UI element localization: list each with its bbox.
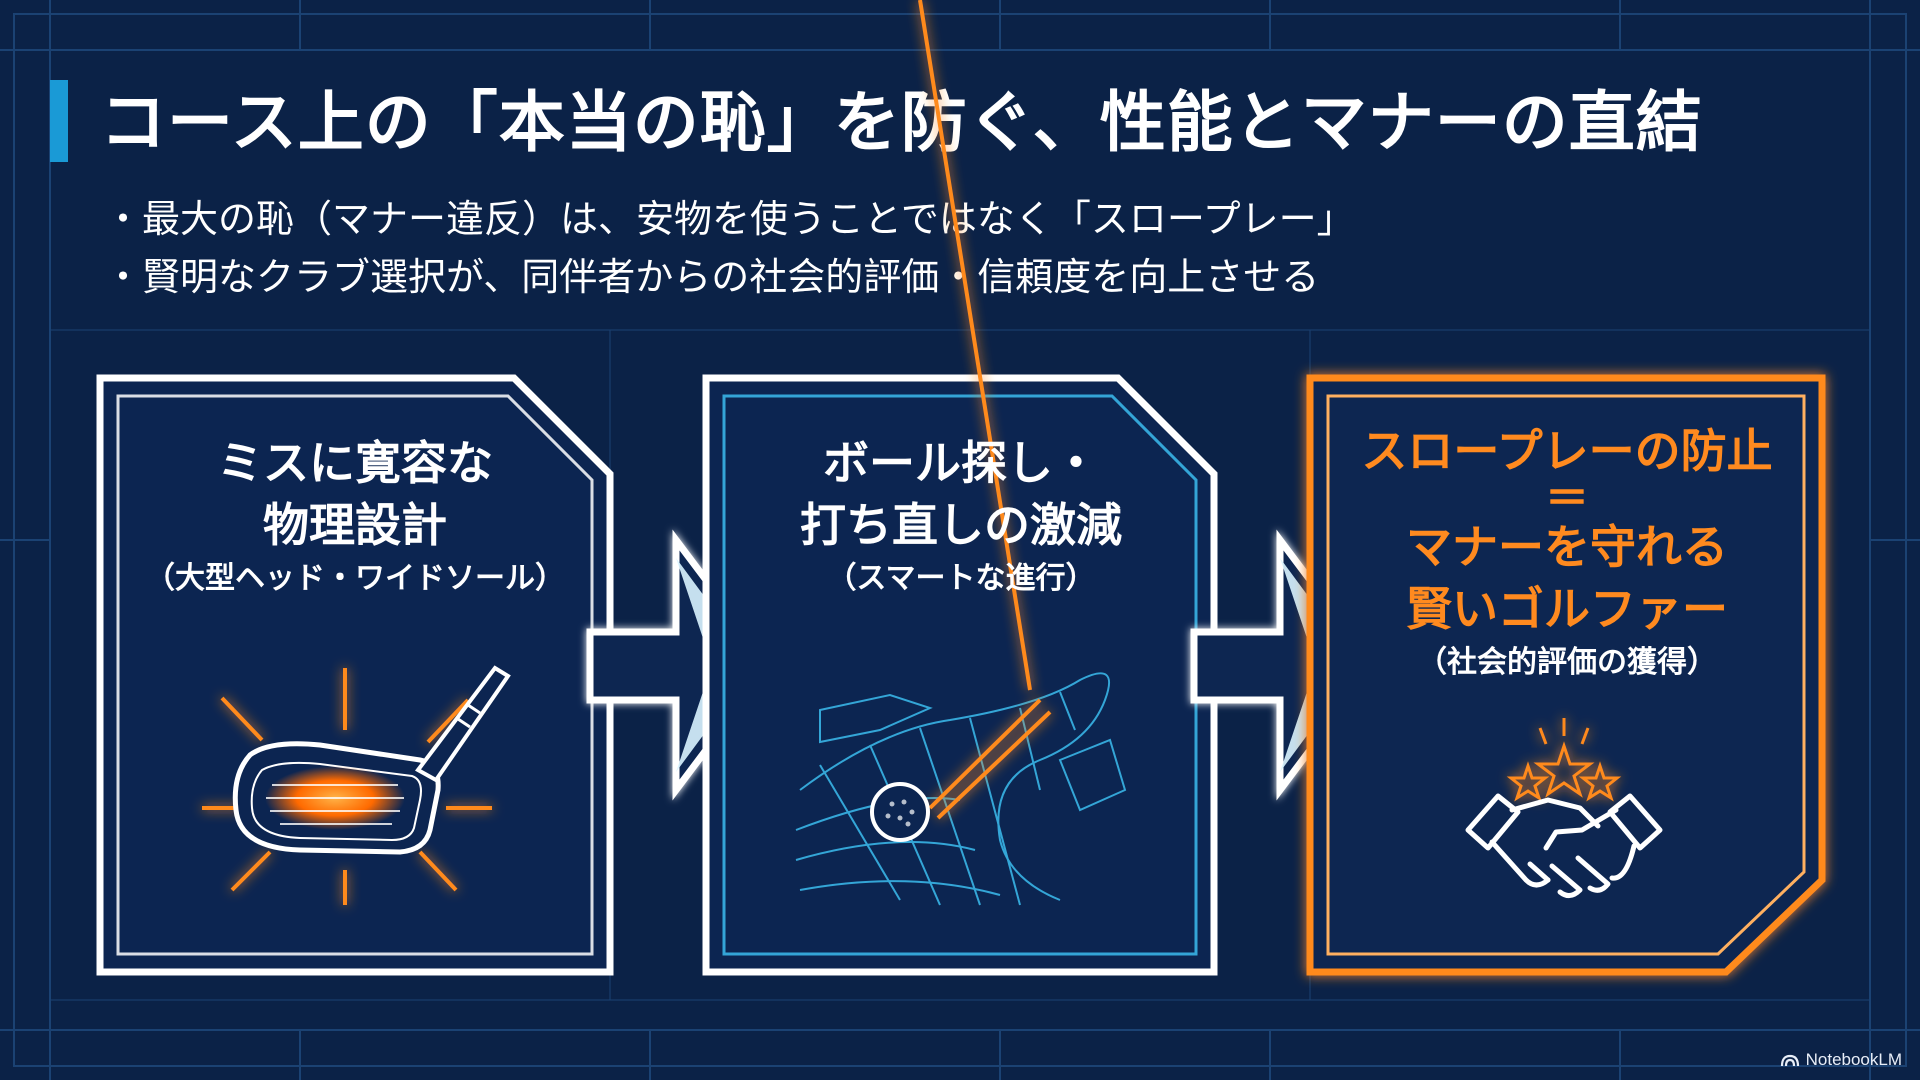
golf-ball-fairway-icon — [795, 0, 1127, 906]
panel-3-subtitle: （社会的評価の獲得） — [1417, 645, 1717, 680]
panel-2-title-line: ボール探し・ — [823, 436, 1099, 490]
panel-2-frame — [702, 374, 1218, 976]
bullet-item: ・最大の恥（マナー違反）は、安物を使うことではなく「スロープレー」 — [104, 197, 1355, 241]
panel-2-title-line: 打ち直しの激減 — [800, 498, 1122, 552]
golf-driver-head-icon — [202, 665, 511, 905]
panel-3-frame — [1306, 374, 1826, 976]
panel-1-frame — [96, 374, 614, 976]
panel-2-subtitle: （スマートな進行） — [826, 561, 1096, 596]
bullet-list: ・最大の恥（マナー違反）は、安物を使うことではなく「スロープレー」 ・賢明なクラ… — [104, 190, 1804, 306]
notebooklm-logo: NotebookLM — [1780, 1050, 1902, 1070]
panel-1-subtitle: （大型ヘッド・ワイドソール） — [145, 561, 565, 596]
slide-title: コース上の「本当の恥」を防ぐ、性能とマナーの直結 — [100, 84, 1703, 161]
bullet-item: ・賢明なクラブ選択が、同伴者からの社会的評価・信頼度を向上させる — [104, 255, 1320, 299]
panel-1-title-line: 物理設計 — [263, 498, 447, 552]
title-accent-bar — [50, 80, 68, 162]
handshake-stars-icon — [1465, 718, 1663, 898]
panel-3-equals: ＝ — [1545, 473, 1589, 524]
panel-2-text: ボール探し・ 打ち直しの激減 （スマートな進行） — [716, 432, 1206, 602]
notebooklm-logo-icon — [1780, 1054, 1799, 1067]
panel-1-title-line: ミスに寛容な — [217, 436, 493, 490]
panel-3-title-line: マナーを守れる — [1406, 520, 1728, 574]
panel-3-title-line: スロープレーの防止 — [1361, 424, 1773, 478]
panel-3-text: スロープレーの防止 ＝ マナーを守れる 賢いゴルファー （社会的評価の獲得） — [1320, 420, 1814, 686]
panel-3-title-line: 賢いゴルファー — [1406, 582, 1728, 636]
panel-1-text: ミスに寛容な 物理設計 （大型ヘッド・ワイドソール） — [110, 432, 600, 602]
logo-text: NotebookLM — [1805, 1050, 1902, 1069]
